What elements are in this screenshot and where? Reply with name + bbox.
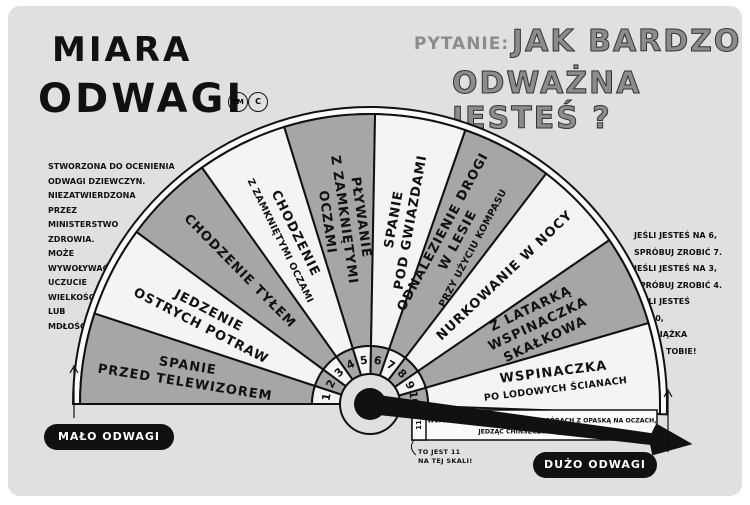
left-note-line: STWORZONA DO OCENIENIA (48, 162, 175, 171)
left-note-line: MINISTERSTWO (48, 220, 119, 229)
left-note: STWORZONA DO OCENIENIA ODWAGI DZIEWCZYN.… (48, 160, 208, 334)
right-note-line: JEŚLI JESTEŚ NA 6, (634, 231, 718, 240)
trademark-mark: TM (228, 92, 248, 112)
low-courage-label: MAŁO ODWAGI (44, 424, 174, 450)
left-note-line: WIELKOŚCI (48, 292, 98, 302)
left-note-line: MOŻE (48, 249, 75, 258)
left-note-line: MDŁOŚCI. (48, 321, 92, 331)
left-note-line: WYWOŁYWAĆ (48, 263, 109, 273)
bonus-number: 11 (415, 420, 423, 430)
right-note-line: JEŚLI JESTEŚ NA 3, (634, 264, 718, 273)
question-label: PYTANIE: (414, 34, 510, 54)
title-line-2: ODWAGI (38, 76, 245, 122)
title-line-1: MIARA (52, 30, 193, 70)
bonus-annotation-line: TO JEST 11 (418, 448, 461, 456)
right-arrow-head (663, 388, 673, 398)
left-note-line: NIEZATWIERDZONA (48, 191, 136, 200)
segment-number: 5 (359, 353, 368, 367)
bonus-annotation: TO JEST 11 NA TEJ SKALI! (418, 448, 472, 466)
gauge-needle-hub (354, 388, 386, 420)
right-note-line: JEŚLI JESTEŚ (634, 297, 690, 306)
right-note-line: SPRÓBUJ ZROBIĆ 4. (634, 280, 723, 290)
high-courage-label: DUŻO ODWAGI (533, 452, 657, 478)
gauge-needle (368, 394, 693, 456)
left-note-line: LUB (48, 307, 66, 316)
bonus-arrow (410, 439, 417, 456)
left-note-line: UCZUCIE (48, 278, 87, 287)
segment-number: 6 (373, 354, 383, 368)
left-note-line: ODWAGI DZIEWCZYN. (48, 176, 146, 186)
question-line-2: ODWAŻNA JESTEŚ ? (452, 66, 642, 137)
bonus-annotation-line: NA TEJ SKALI! (418, 457, 473, 465)
right-note-line: TA KSIĄŻKA (634, 330, 688, 339)
left-arrow-head (69, 364, 79, 374)
segment-number: 1 (320, 392, 334, 402)
left-note-line: PRZEZ (48, 205, 78, 215)
right-note-line: JEST O TOBIE! (634, 346, 697, 356)
question-line-1: JAK BARDZO (511, 24, 742, 60)
right-note-line: SPRÓBUJ ZROBIĆ 7. (634, 247, 723, 257)
left-note-line: ZDROWIA. (48, 234, 95, 244)
copyright-mark: C (248, 92, 268, 112)
